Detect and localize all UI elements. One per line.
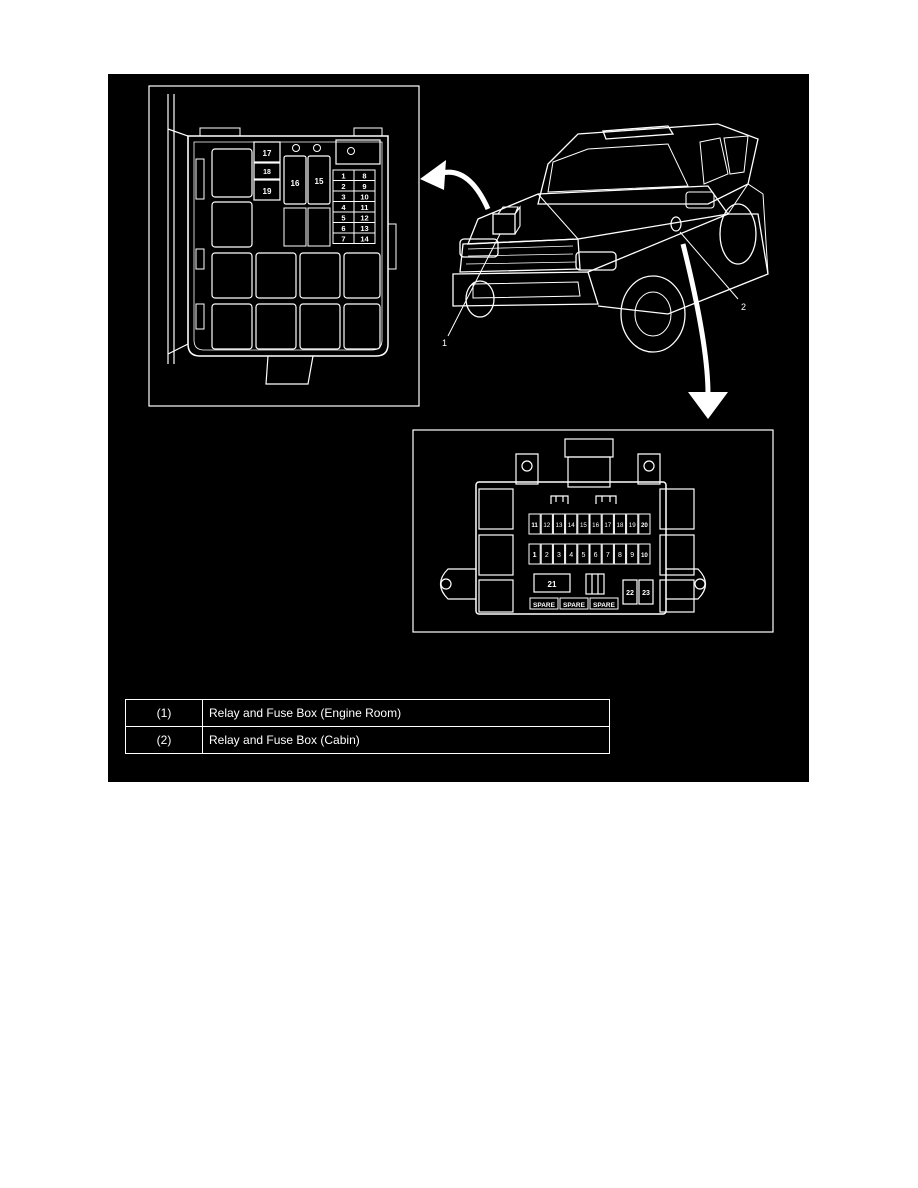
cabin-fuse-cell (638, 543, 651, 565)
cabin-fuse-cell (626, 513, 639, 535)
engine-fuse-label: 11 (361, 203, 369, 212)
spare-fuses: SPARE SPARE SPARE (529, 597, 619, 610)
legend-table: (1) Relay and Fuse Box (Engine Room) (2)… (125, 699, 610, 754)
cabin-box-panel (412, 429, 774, 633)
vehicle-illustration (452, 123, 769, 353)
callout-1-leader (447, 233, 501, 337)
cabin-fuse-label: 8 (618, 552, 622, 559)
cabin-fuse-cell (589, 513, 602, 535)
cabin-fuse-cell (540, 513, 553, 535)
cabin-fuse-cell (601, 513, 614, 535)
relay-16-label: 16 (291, 179, 300, 188)
spare-fuse (559, 597, 589, 610)
cabin-fuse-cell (613, 513, 627, 535)
legend-number: (1) (125, 699, 203, 727)
cabin-fuse-cell (528, 543, 541, 565)
cabin-fuse-label: 5 (581, 552, 585, 559)
engine-fuse-label: 12 (360, 214, 368, 223)
engine-fuse-label: 10 (360, 193, 368, 202)
cabin-fuse-cell (613, 543, 627, 565)
cabin-fuse-cell (540, 543, 553, 565)
fuse-22-label: 22 (626, 590, 634, 597)
spare-fuse-label: SPARE (563, 602, 586, 609)
cabin-fuse-cell (577, 543, 590, 565)
cabin-fuse-cell (565, 513, 578, 535)
legend-row: (2) Relay and Fuse Box (Cabin) (125, 726, 610, 754)
relay-19-label: 19 (263, 187, 272, 196)
spare-fuse (589, 597, 619, 610)
cabin-fuse-label: 11 (531, 522, 538, 529)
cabin-fuse-label: 18 (617, 522, 624, 529)
engine-fuse-label: 7 (341, 235, 345, 244)
relay-15-label: 15 (315, 177, 324, 186)
relay-18-label: 18 (263, 169, 271, 176)
callout-1-label: 1 (442, 338, 447, 348)
fuse-23-label: 23 (642, 590, 650, 597)
cabin-fuse-label: 3 (557, 552, 561, 559)
cabin-fuse-label: 7 (606, 552, 610, 559)
engine-fuse-grid: 1 8 2 9 3 10 4 11 5 12 6 13 7 14 (332, 169, 376, 244)
spare-fuse-label: SPARE (593, 602, 616, 609)
relay-17-label: 17 (263, 149, 272, 158)
cabin-fuse-cell (638, 513, 651, 535)
cabin-fuse-cell (552, 513, 566, 535)
callout-2-leader (679, 231, 739, 300)
arrow-to-cabin-box (680, 243, 728, 419)
cabin-fuse-cell (528, 513, 541, 535)
legend-label: Relay and Fuse Box (Engine Room) (202, 699, 610, 727)
engine-fuse-label: 5 (341, 214, 345, 223)
spare-fuse (529, 597, 559, 610)
engine-fuse-label: 13 (360, 224, 368, 233)
cabin-fuse-label: 16 (592, 522, 599, 529)
engine-fuse-label: 1 (341, 172, 345, 181)
cabin-fuse-label: 10 (641, 552, 648, 559)
cabin-fuse-label: 19 (629, 522, 636, 529)
engine-fuse-label: 4 (341, 203, 346, 212)
cabin-fuse-label: 2 (545, 552, 549, 559)
spare-fuse-label: SPARE (533, 602, 556, 609)
cabin-fuse-label: 13 (556, 522, 563, 529)
legend-label: Relay and Fuse Box (Cabin) (202, 726, 610, 754)
cabin-fuse-label: 12 (543, 522, 550, 529)
cabin-fuse-cell (626, 543, 639, 565)
cabin-fuse-label: 4 (569, 552, 573, 559)
engine-fuse-label: 8 (362, 172, 366, 181)
cabin-fuse-cell (577, 513, 590, 535)
cabin-fuse-cell (552, 543, 566, 565)
engine-fuse-label: 14 (360, 235, 369, 244)
engine-fuse-label: 2 (341, 182, 345, 191)
cabin-fuse-cell (565, 543, 578, 565)
fuse-21-label: 21 (548, 580, 557, 589)
cabin-fuse-label: 9 (630, 552, 634, 559)
cabin-fuse-label: 15 (580, 522, 587, 529)
cabin-fuse-label: 6 (594, 552, 598, 559)
engine-fuse-label: 9 (362, 182, 366, 191)
engine-fuse-cell (353, 232, 376, 244)
arrow-to-engine-box (420, 160, 491, 211)
cabin-fuse-label: 20 (641, 522, 648, 529)
cabin-fuse-label: 17 (604, 522, 611, 529)
legend-row: (1) Relay and Fuse Box (Engine Room) (125, 699, 610, 727)
cabin-fuse-label: 14 (568, 522, 575, 529)
callout-2-label: 2 (741, 302, 746, 312)
legend-number: (2) (125, 726, 203, 754)
cabin-fuse-cell (589, 543, 602, 565)
engine-fuse-label: 6 (341, 224, 345, 233)
cabin-fuse-cell (601, 543, 614, 565)
engine-fuse-label: 3 (341, 193, 345, 202)
cabin-fuse-label: 1 (533, 552, 537, 559)
